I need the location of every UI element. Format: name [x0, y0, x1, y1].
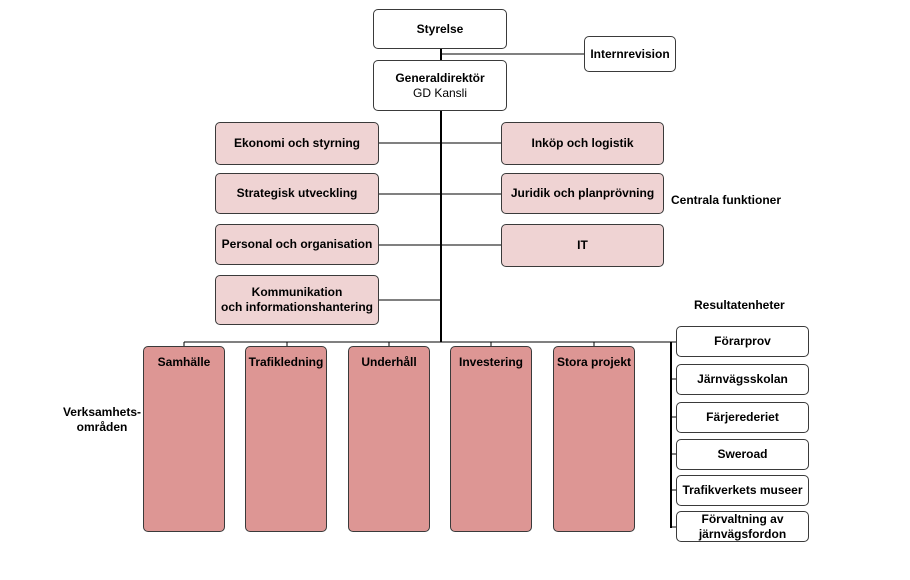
result-unit-label: Järnvägsskolan: [697, 372, 788, 386]
central-function-box: Personal och organisation: [215, 224, 379, 265]
central-function-label: IT: [577, 238, 588, 252]
central-function-box: Strategisk utveckling: [215, 173, 379, 214]
central-function-label: Kommunikation och informationshantering: [220, 285, 373, 314]
result-unit-box: Sweroad: [676, 439, 809, 470]
result-unit-label: Färjerederiet: [706, 410, 779, 424]
result-unit-box: Järnvägsskolan: [676, 364, 809, 395]
director-general-subtitle: GD Kansli: [412, 85, 468, 100]
business-area-label: Underhåll: [361, 355, 417, 369]
director-general-box: Generaldirektör GD Kansli: [373, 60, 507, 111]
internal-audit-label: Internrevision: [590, 46, 670, 61]
result-unit-label: Sweroad: [717, 447, 768, 461]
central-function-label: Inköp och logistik: [531, 136, 634, 150]
central-function-label: Personal och organisation: [221, 237, 373, 251]
result-unit-box: Förvaltning av järnvägsfordon: [676, 511, 809, 542]
business-area-label: Trafikledning: [248, 355, 324, 369]
director-general-title: Generaldirektör: [395, 70, 485, 85]
central-function-label: Strategisk utveckling: [236, 186, 358, 200]
business-area-label: Investering: [458, 355, 524, 369]
business-area-label: Stora projekt: [556, 355, 631, 369]
central-function-box: Juridik och planprövning: [501, 173, 664, 214]
central-function-box: Inköp och logistik: [501, 122, 664, 165]
board-label: Styrelse: [416, 21, 464, 36]
business-area-box: Underhåll: [348, 346, 430, 532]
business-area-box: Samhälle: [143, 346, 225, 532]
result-units-label: Resultatenheter: [694, 298, 785, 312]
internal-audit-box: Internrevision: [584, 36, 676, 72]
result-unit-box: Trafikverkets museer: [676, 475, 809, 506]
central-function-box: IT: [501, 224, 664, 267]
result-unit-label: Förarprov: [714, 334, 771, 348]
business-area-box: Investering: [450, 346, 532, 532]
business-area-box: Stora projekt: [553, 346, 635, 532]
central-function-box: Ekonomi och styrning: [215, 122, 379, 165]
result-unit-box: Färjerederiet: [676, 402, 809, 433]
central-function-label: Juridik och planprövning: [510, 186, 655, 200]
result-unit-label: Trafikverkets museer: [682, 483, 803, 497]
central-functions-label: Centrala funktioner: [671, 193, 782, 207]
business-areas-label: Verksamhets- områden: [62, 405, 142, 434]
board-box: Styrelse: [373, 9, 507, 49]
central-function-box: Kommunikation och informationshantering: [215, 275, 379, 325]
central-function-label: Ekonomi och styrning: [233, 136, 360, 150]
result-unit-label: Förvaltning av järnvägsfordon: [698, 511, 787, 541]
business-area-box: Trafikledning: [245, 346, 327, 532]
result-unit-box: Förarprov: [676, 326, 809, 357]
business-area-label: Samhälle: [157, 355, 211, 369]
